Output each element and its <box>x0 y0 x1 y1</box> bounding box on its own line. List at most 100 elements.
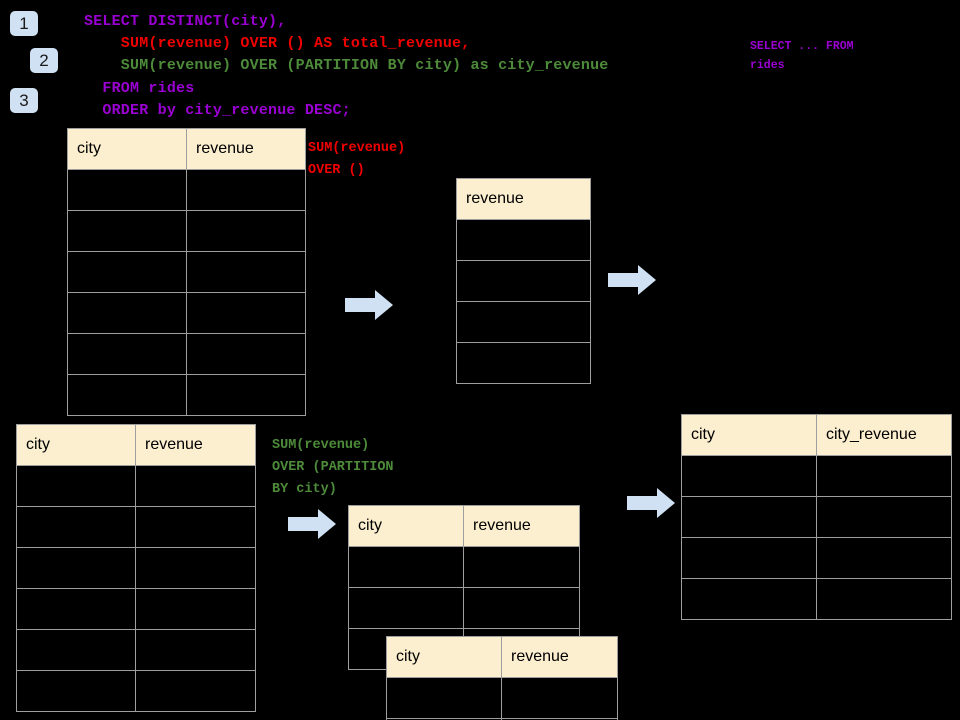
cell-city <box>67 169 187 211</box>
cell-revenue <box>463 546 580 588</box>
arrow-right-icon <box>608 265 656 295</box>
cell-city-revenue <box>816 496 952 538</box>
column-header-city: city <box>681 414 817 456</box>
table-row <box>67 333 306 375</box>
table-row <box>16 588 256 630</box>
arrow-right-icon <box>288 509 336 539</box>
table-row <box>681 496 952 538</box>
cell-city <box>16 506 136 548</box>
column-header-city: city <box>67 128 187 170</box>
cell-city <box>348 546 464 588</box>
column-header-revenue: revenue <box>186 128 306 170</box>
cell-revenue <box>501 718 618 720</box>
cell-revenue <box>186 169 306 211</box>
arrow-right-icon <box>345 290 393 320</box>
table-row <box>67 374 306 416</box>
table-row <box>67 251 306 293</box>
cell-city-revenue <box>816 537 952 579</box>
cell-revenue <box>501 677 618 719</box>
table-row <box>681 455 952 497</box>
column-header-revenue: revenue <box>456 178 591 220</box>
arrow-source-to-total <box>345 289 393 321</box>
cell-revenue <box>135 670 256 712</box>
step-badge-2: 2 <box>30 48 58 73</box>
arrow-total-to-result <box>608 264 656 296</box>
annotation-select-from: SELECT ... FROM rides <box>750 40 854 72</box>
table-header-row: city revenue <box>67 128 306 170</box>
table-rides-source-top: city revenue <box>67 128 306 416</box>
cell-city <box>67 292 187 334</box>
cell-revenue <box>456 342 591 384</box>
cell-city <box>67 374 187 416</box>
table-header-row: city revenue <box>386 636 618 678</box>
cell-revenue <box>186 251 306 293</box>
table-row <box>456 301 591 343</box>
cell-city-revenue <box>816 578 952 620</box>
table-header-row: city city_revenue <box>681 414 952 456</box>
cell-revenue <box>186 292 306 334</box>
table-row <box>386 718 618 720</box>
cell-city <box>16 670 136 712</box>
table-row <box>681 537 952 579</box>
cell-revenue <box>186 333 306 375</box>
cell-revenue <box>135 547 256 589</box>
cell-revenue <box>135 465 256 507</box>
cell-city <box>67 333 187 375</box>
table-row <box>386 677 618 719</box>
table-row <box>67 169 306 211</box>
table-row <box>348 546 580 588</box>
sql-line-select: SELECT DISTINCT(city), <box>84 13 287 30</box>
cell-revenue <box>135 588 256 630</box>
cell-revenue <box>456 301 591 343</box>
annotation-sum-over-partition: SUM(revenue) OVER (PARTITION BY city) <box>272 438 394 497</box>
arrow-partition-to-result <box>627 487 675 519</box>
table-header-row: city revenue <box>348 505 580 547</box>
table-row <box>456 260 591 302</box>
table-header-row: revenue <box>456 178 591 220</box>
cell-revenue <box>456 219 591 261</box>
cell-city <box>16 547 136 589</box>
table-row <box>16 629 256 671</box>
table-total-revenue: revenue <box>456 178 591 384</box>
cell-city <box>16 588 136 630</box>
step-badge-3: 3 <box>10 88 38 113</box>
table-row <box>16 506 256 548</box>
table-header-row: city revenue <box>16 424 256 466</box>
sql-line-from: FROM rides <box>84 80 195 97</box>
column-header-city: city <box>16 424 136 466</box>
table-final-result: city city_revenue <box>681 414 952 620</box>
cell-city-revenue <box>816 455 952 497</box>
cell-city <box>16 465 136 507</box>
cell-city <box>681 496 817 538</box>
column-header-revenue: revenue <box>135 424 256 466</box>
column-header-city: city <box>348 505 464 547</box>
cell-city <box>681 455 817 497</box>
table-row <box>16 465 256 507</box>
table-row <box>348 587 580 629</box>
arrow-source-to-partition <box>288 508 336 540</box>
annotation-sum-over-empty: SUM(revenue) OVER () <box>308 141 406 178</box>
column-header-revenue: revenue <box>501 636 618 678</box>
column-header-city-revenue: city_revenue <box>816 414 952 456</box>
cell-revenue <box>463 587 580 629</box>
sql-line-total-revenue: SUM(revenue) OVER () AS total_revenue, <box>84 35 471 52</box>
sql-line-city-revenue: SUM(revenue) OVER (PARTITION BY city) as… <box>84 57 609 74</box>
cell-revenue <box>135 629 256 671</box>
cell-city <box>681 578 817 620</box>
column-header-revenue: revenue <box>463 505 580 547</box>
cell-revenue <box>186 374 306 416</box>
cell-city <box>681 537 817 579</box>
table-rides-source-bottom: city revenue <box>16 424 256 712</box>
cell-revenue <box>135 506 256 548</box>
column-header-city: city <box>386 636 502 678</box>
cell-city <box>67 210 187 252</box>
table-row <box>16 670 256 712</box>
cell-revenue <box>186 210 306 252</box>
table-row <box>16 547 256 589</box>
cell-city <box>386 677 502 719</box>
cell-city <box>67 251 187 293</box>
cell-city <box>348 587 464 629</box>
table-row <box>67 210 306 252</box>
step-badge-1: 1 <box>10 11 38 36</box>
table-row <box>456 342 591 384</box>
